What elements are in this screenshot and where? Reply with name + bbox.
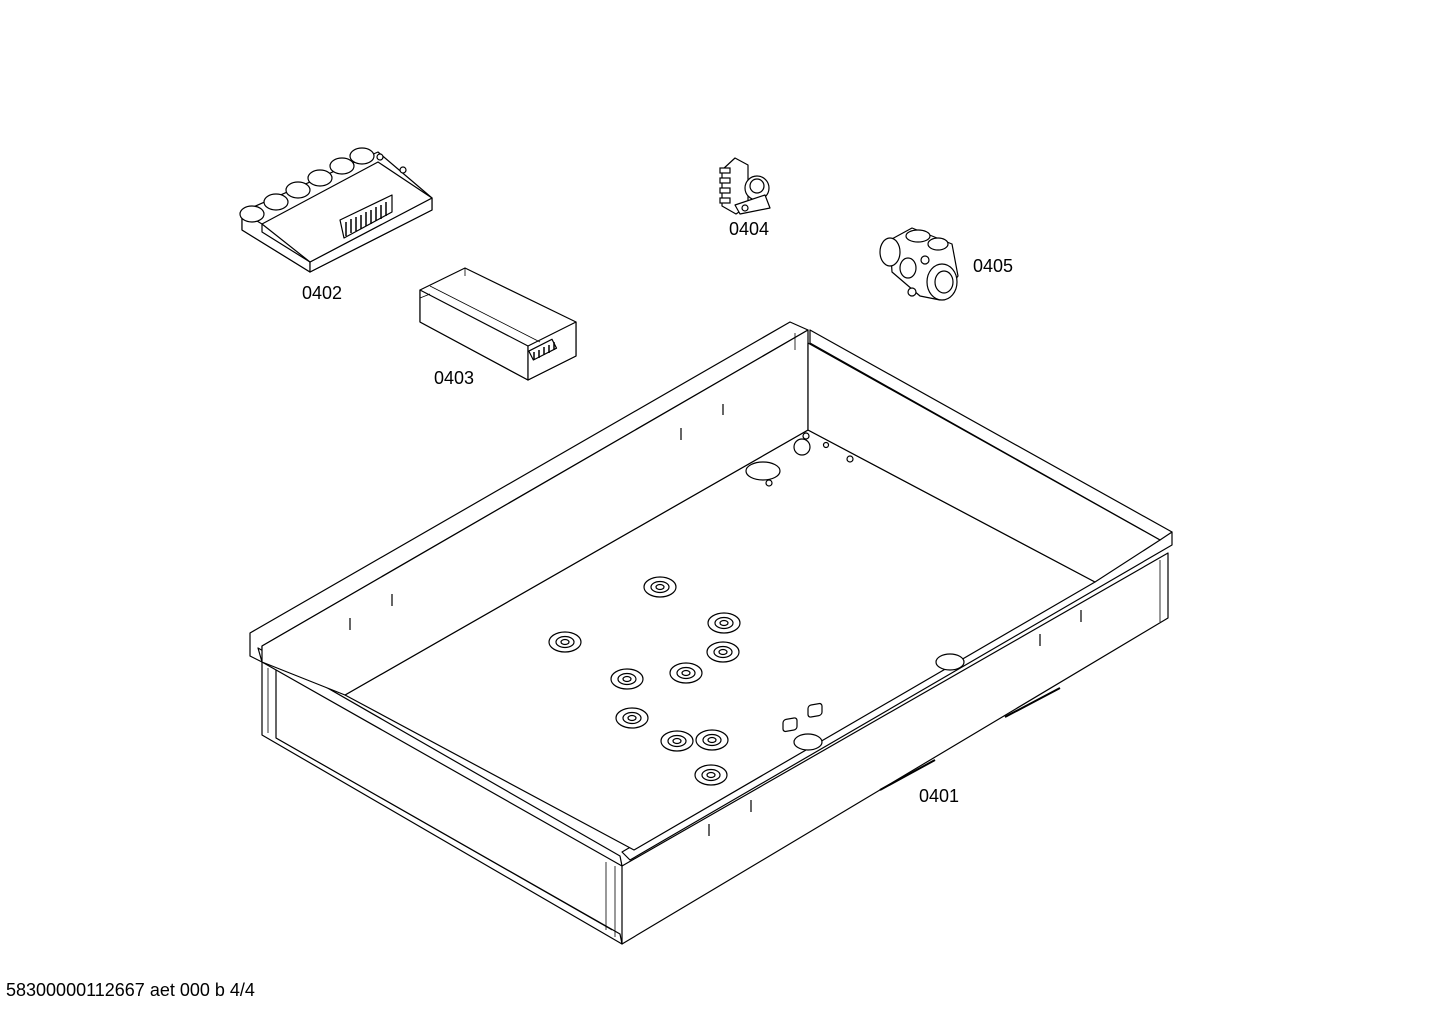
label-0404: 0404 xyxy=(729,219,770,239)
module-rollers xyxy=(239,147,375,223)
tray-inner-back-left-wall xyxy=(261,329,809,696)
part-0401-tray[interactable] xyxy=(249,321,1173,945)
tray-slot-marks xyxy=(349,404,1082,836)
label-0402: 0402 xyxy=(302,283,343,303)
document-footer-id: 58300000112667 aet 000 b 4/4 xyxy=(6,980,255,1000)
part-0403-transformer[interactable] xyxy=(419,267,577,381)
tray-rim-front-left xyxy=(257,647,623,867)
tray-inner-back-right-wall xyxy=(807,342,1161,583)
tray-right-front-wall xyxy=(621,552,1169,945)
tray-clip xyxy=(807,702,823,718)
tray-openings xyxy=(745,432,854,487)
tray-grommets xyxy=(548,576,965,786)
label-0403: 0403 xyxy=(434,368,475,388)
part-0402-control-module[interactable] xyxy=(239,147,433,273)
label-0401: 0401 xyxy=(919,786,960,806)
part-0405-gas-valve[interactable] xyxy=(879,227,959,301)
tray-clip xyxy=(782,717,798,733)
label-0405: 0405 xyxy=(973,256,1014,276)
part-0404-terminal-block[interactable] xyxy=(719,157,771,215)
